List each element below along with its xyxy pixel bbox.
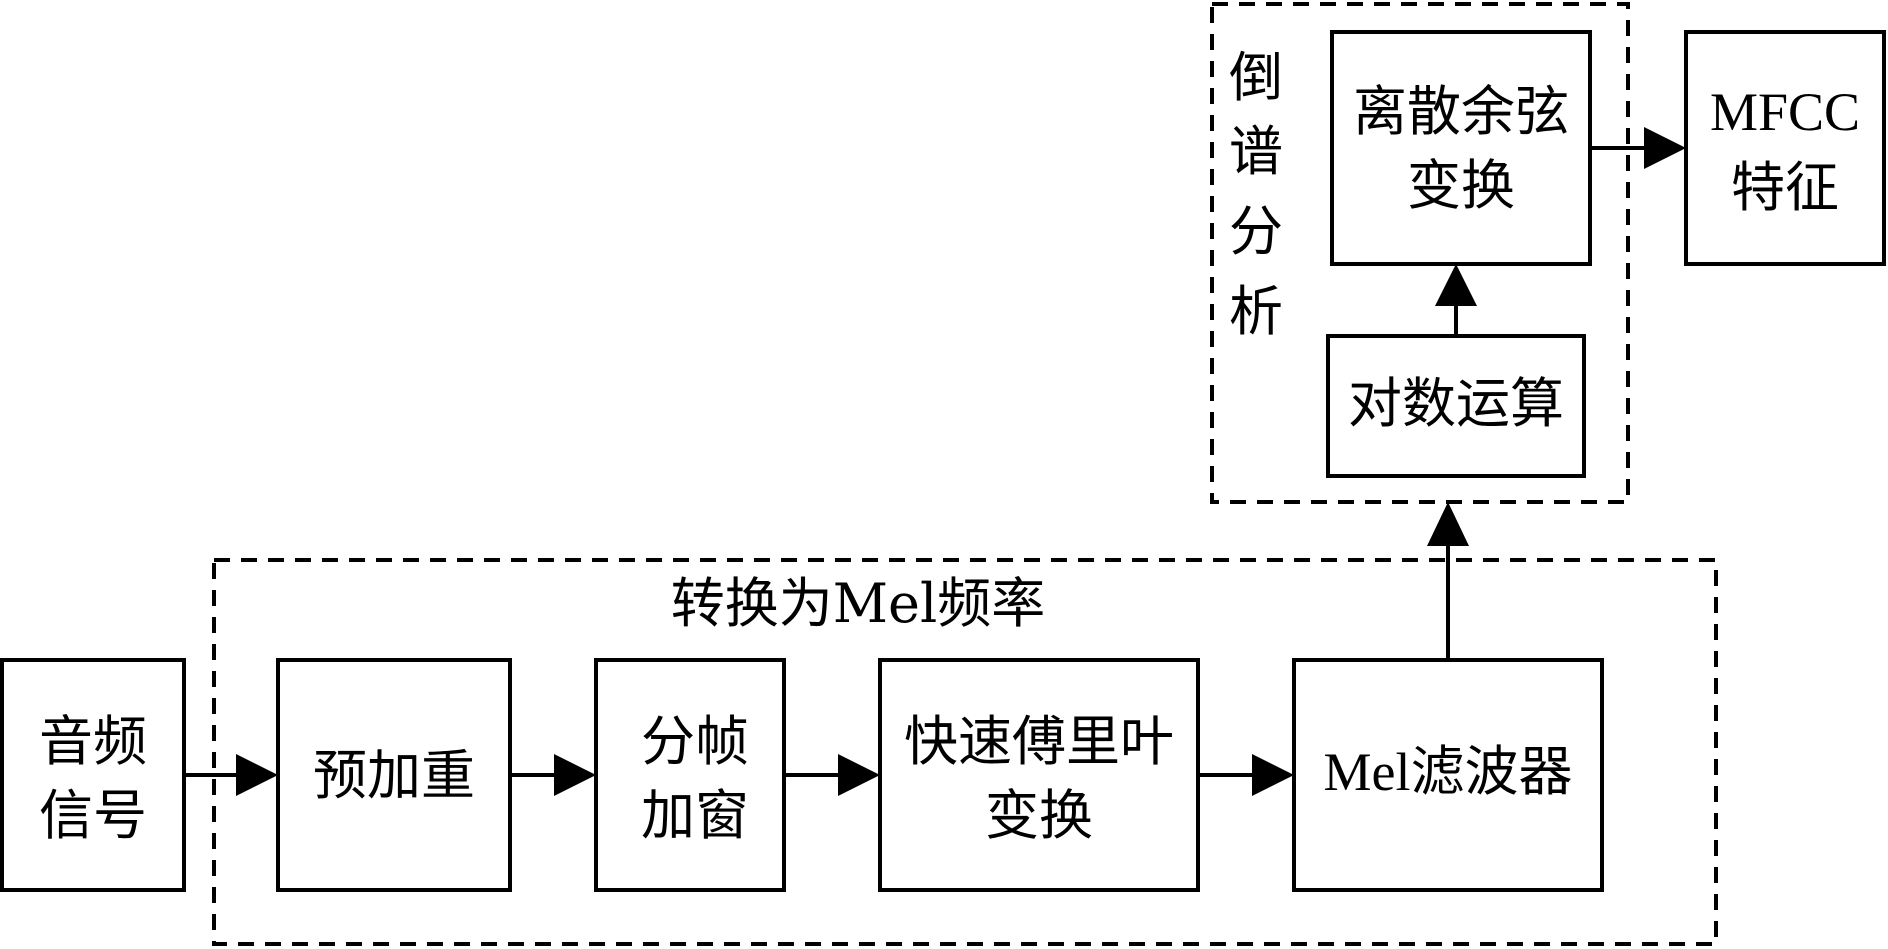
group-cepstrum-analysis bbox=[1210, 2, 1630, 504]
group-cepstrum-label-char-1: 倒 bbox=[1229, 46, 1283, 109]
edge-fft-to-melfilter bbox=[1198, 754, 1294, 796]
group-cepstrum-label-char-4: 析 bbox=[1229, 280, 1283, 343]
node-fft-line-1: 快速傅里叶 bbox=[904, 710, 1174, 773]
edge-log-to-dct bbox=[1435, 264, 1477, 336]
node-log-operation-label: 对数运算 bbox=[1348, 372, 1564, 435]
node-fft-line-2: 变换 bbox=[985, 784, 1093, 847]
node-audio-signal-line-2: 信号 bbox=[39, 784, 147, 847]
node-mfcc-features-line-1: MFCC bbox=[1710, 82, 1860, 142]
edge-melfilter-to-log bbox=[1427, 502, 1469, 660]
node-mel-filter-label: Mel滤波器 bbox=[1324, 742, 1573, 802]
node-mel-filter bbox=[1292, 658, 1604, 892]
node-framing-windowing bbox=[594, 658, 786, 892]
node-pre-emphasis-label: 预加重 bbox=[313, 744, 475, 807]
node-mfcc-features-line-2: 特征 bbox=[1731, 156, 1839, 219]
node-audio-signal bbox=[0, 658, 186, 892]
group-cepstrum-label-char-2: 谱 bbox=[1229, 120, 1283, 183]
node-dct-line-2: 变换 bbox=[1407, 154, 1515, 217]
edge-preemph-to-framing bbox=[510, 754, 596, 796]
group-mel-conversion bbox=[212, 558, 1718, 946]
node-framing-windowing-line-2: 加窗 bbox=[641, 784, 749, 847]
node-dct-line-1: 离散余弦 bbox=[1353, 80, 1569, 143]
node-framing-windowing-line-1: 分帧 bbox=[641, 710, 749, 773]
edge-audio-to-preemph bbox=[184, 754, 278, 796]
node-mfcc-features bbox=[1684, 30, 1886, 266]
node-dct bbox=[1330, 30, 1592, 266]
group-cepstrum-label-char-3: 分 bbox=[1229, 200, 1283, 263]
edge-dct-to-mfcc bbox=[1590, 127, 1686, 169]
group-mel-conversion-label: 转换为Mel频率 bbox=[671, 572, 1046, 635]
node-fft bbox=[878, 658, 1200, 892]
node-audio-signal-line-1: 音频 bbox=[39, 710, 147, 773]
edge-framing-to-fft bbox=[784, 754, 880, 796]
